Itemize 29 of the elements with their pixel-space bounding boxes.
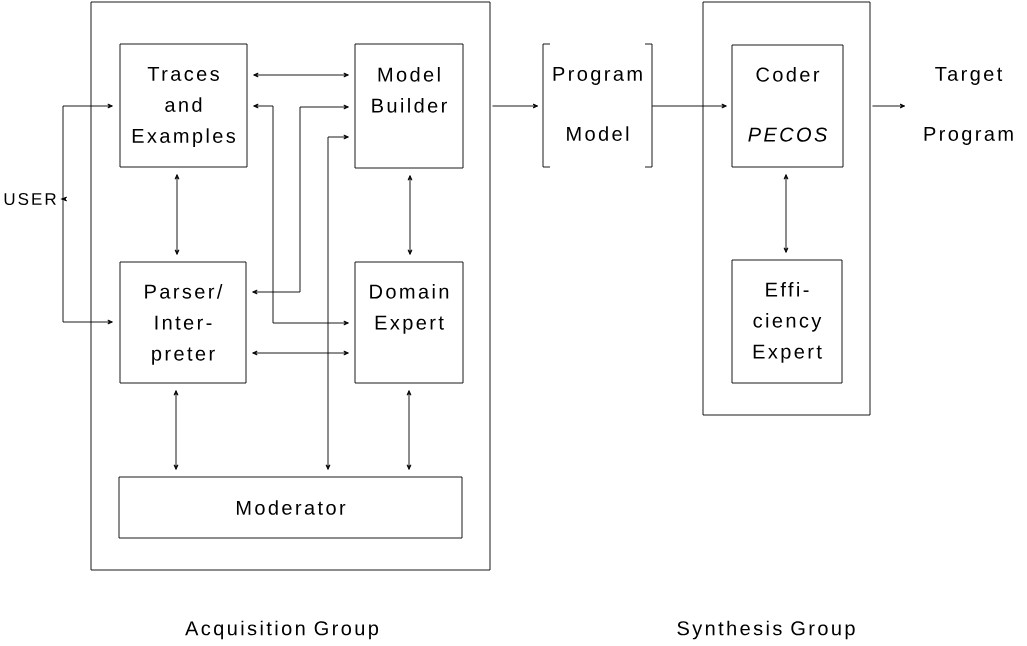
group-box xyxy=(90,1,491,571)
arrow xyxy=(872,103,906,109)
actor-label: USER xyxy=(4,193,56,206)
arrow xyxy=(253,103,349,326)
bracketed-label: Program Model xyxy=(542,43,653,168)
process-box: Domain Expert xyxy=(354,261,464,384)
arrow xyxy=(651,103,727,109)
arrow xyxy=(174,174,180,255)
arrow xyxy=(173,390,179,470)
arrow xyxy=(253,72,349,78)
group-box xyxy=(702,1,871,416)
arrow xyxy=(407,175,413,255)
process-box: Coder PECOS xyxy=(731,44,844,168)
process-box: Effi- ciency Expert xyxy=(731,259,843,384)
output-label: Target Program xyxy=(924,67,1013,145)
process-box: Model Builder xyxy=(354,43,464,169)
process-box: Traces and Examples xyxy=(119,43,248,168)
arrow xyxy=(60,198,113,325)
process-box: Moderator xyxy=(118,476,463,539)
arrow xyxy=(325,134,349,470)
group-caption: Acquisition Group xyxy=(185,620,379,640)
arrow xyxy=(783,174,789,253)
arrow xyxy=(406,390,412,470)
arrow xyxy=(492,103,539,109)
arrow xyxy=(61,103,113,202)
arrow xyxy=(252,350,349,356)
process-box: Parser/ Inter- preter xyxy=(119,261,247,384)
group-caption: Synthesis Group xyxy=(677,620,855,640)
arrow xyxy=(252,104,349,295)
